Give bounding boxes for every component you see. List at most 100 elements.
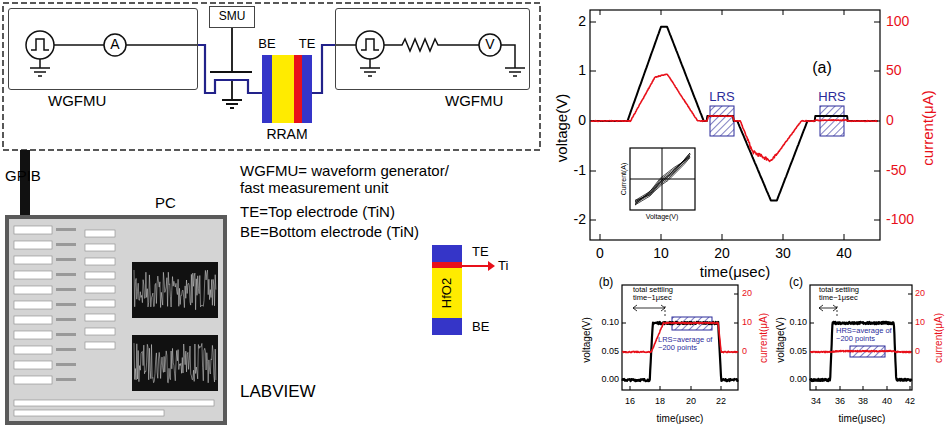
- axis-ticks: [874, 71, 880, 72]
- wire: [198, 45, 262, 93]
- waveform: [591, 74, 877, 161]
- plot-frames: [630, 148, 695, 210]
- layer-stack: [432, 318, 462, 335]
- axis-ticks: [590, 71, 596, 72]
- tick-label: 40: [882, 397, 892, 407]
- tick-label: 0: [596, 246, 604, 261]
- waveform: [810, 351, 911, 353]
- annotation: LRS=average of ~200 points: [658, 336, 716, 353]
- panel-letter: (c): [789, 276, 803, 289]
- labview-gui: [14, 400, 214, 406]
- labview-gui: [85, 230, 115, 237]
- axis-ticks: [630, 386, 631, 390]
- ammeter-label: A: [110, 37, 119, 52]
- axis-ticks: [734, 323, 738, 324]
- tick-label: 20: [714, 246, 730, 261]
- waveform: [591, 27, 911, 381]
- note-text: BE=Bottom electrode (TiN): [240, 224, 419, 241]
- waveform: [810, 322, 911, 381]
- node-box: PC: [5, 195, 227, 425]
- oxide-layer: [272, 55, 294, 123]
- axis-ticks: [622, 323, 626, 324]
- instrument-box: [8, 8, 198, 90]
- node-box: RRAM: [262, 55, 312, 147]
- layer-stack: [432, 245, 495, 335]
- tick-label: 0.00: [789, 375, 807, 385]
- tick-label: 0.10: [789, 318, 807, 328]
- tick-label: 40: [836, 246, 852, 261]
- tick-label: 38: [858, 397, 868, 407]
- source-circuit: [26, 31, 54, 59]
- measure-circuit: [335, 31, 525, 76]
- axis-ticks: [660, 386, 661, 390]
- tick-label: 22: [716, 397, 726, 407]
- labview-gui: [56, 378, 76, 381]
- node-box: SMU: [209, 6, 255, 28]
- axis-ticks: [874, 220, 880, 221]
- axis-ticks: [734, 294, 738, 295]
- axis-title: current(μA): [933, 313, 944, 363]
- state-label: LRS: [709, 90, 734, 104]
- labview-gui: [14, 316, 52, 324]
- labview-gui: [14, 346, 52, 354]
- axis-title: voltage(V): [581, 317, 592, 363]
- axis-ticks: [661, 234, 662, 240]
- axis-ticks: [840, 386, 841, 390]
- labview-gui: [14, 331, 52, 339]
- transistor-symbol: [231, 28, 233, 72]
- labview-gui: [132, 262, 218, 318]
- axis-ticks: [908, 294, 912, 295]
- axis-title: Voltage(V): [646, 213, 679, 221]
- node-label: PC: [155, 195, 176, 212]
- tick-label: -100: [886, 212, 914, 227]
- waveform: [591, 27, 878, 201]
- measure-circuit: [356, 31, 384, 59]
- labview-gui: [85, 244, 115, 251]
- labview-gui: [14, 376, 52, 384]
- axis-ticks: [887, 386, 888, 390]
- layer-label: BE: [472, 320, 489, 334]
- tick-label: 42: [905, 397, 915, 407]
- labview-gui: [85, 258, 115, 265]
- labview-gui: [56, 318, 76, 321]
- labview-gui: [14, 271, 52, 279]
- axis-ticks: [600, 234, 601, 240]
- labview-gui: [56, 273, 76, 276]
- node-label: WGFMU: [48, 93, 106, 110]
- node-box: WGFMU: [335, 8, 530, 113]
- tick-label: 1: [578, 63, 586, 78]
- measure-circuit: [384, 39, 479, 51]
- voltmeter-label: V: [485, 37, 494, 52]
- axis-ticks: [590, 171, 596, 172]
- axis-ticks: [783, 234, 784, 240]
- plot-frames: [590, 10, 912, 390]
- tick-label: 0: [915, 347, 920, 357]
- tick-label: 10: [742, 318, 752, 328]
- axis-ticks: [874, 171, 880, 172]
- tick-label: 100: [886, 14, 909, 29]
- axis-ticks: [816, 386, 817, 390]
- axis-ticks: [908, 323, 912, 324]
- transistor-symbol: [222, 80, 242, 108]
- note-text: WGFMU= waveform generator/ fast measurem…: [240, 163, 475, 196]
- axis-ticks: [590, 22, 596, 23]
- tick-label: 2: [578, 14, 586, 29]
- labview-gui: [56, 348, 76, 351]
- labview-gui: [56, 258, 76, 261]
- axis-ticks: [722, 234, 723, 240]
- tick-label: 20: [686, 397, 696, 407]
- axis-title: voltage(V): [775, 317, 786, 363]
- labview-gui: [14, 241, 52, 249]
- axis-ticks: [721, 386, 722, 390]
- labview-gui: [14, 410, 164, 416]
- labview-gui: [14, 301, 52, 309]
- axis-ticks: [590, 10, 912, 390]
- tick-label: 0.05: [789, 347, 807, 357]
- tick-label: -50: [886, 163, 906, 178]
- tick-label: 10: [915, 318, 925, 328]
- electrode-label: BE: [258, 37, 275, 51]
- plot-frames: [622, 285, 738, 390]
- axis-ticks: [844, 10, 845, 15]
- settling-arrow: [665, 306, 666, 318]
